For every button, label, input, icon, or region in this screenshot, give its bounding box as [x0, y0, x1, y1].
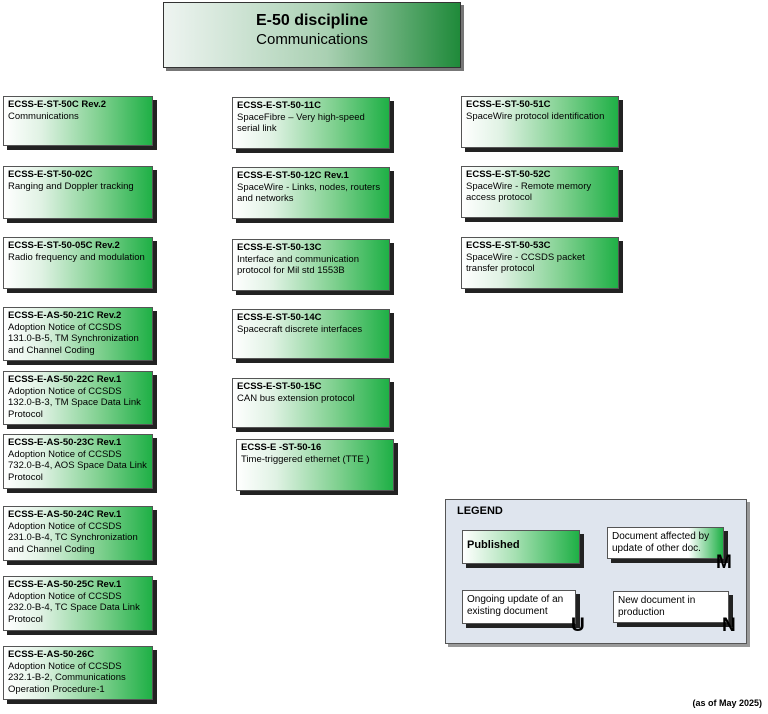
- doc-box: ECSS-E-ST-50-12C Rev.1 SpaceWire - Links…: [232, 167, 390, 219]
- doc-box: ECSS-E-AS-50-25C Rev.1 Adoption Notice o…: [3, 576, 153, 631]
- doc-code: ECSS-E-AS-50-23C Rev.1: [8, 437, 122, 448]
- legend-new-label: New document in production: [618, 595, 696, 618]
- doc-box: ECSS-E-ST-50-13C Interface and communica…: [232, 239, 390, 291]
- doc-desc: Communications: [8, 110, 79, 122]
- doc-desc: Adoption Notice of CCSDS 131.0-B-5, TM S…: [8, 321, 139, 356]
- doc-desc: Adoption Notice of CCSDS 132.0-B-3, TM S…: [8, 385, 141, 420]
- doc-desc: Radio frequency and modulation: [8, 251, 145, 263]
- doc-code: ECSS-E -ST-50-16: [241, 442, 322, 453]
- legend-panel: LEGEND Published Document affected by up…: [445, 499, 747, 644]
- doc-box: ECSS-E-AS-50-21C Rev.2 Adoption Notice o…: [3, 307, 153, 361]
- legend-ongoing-letter: U: [571, 615, 585, 636]
- doc-desc: Adoption Notice of CCSDS 232.0-B-4, TC S…: [8, 590, 140, 625]
- doc-code: ECSS-E-AS-50-22C Rev.1: [8, 374, 122, 385]
- discipline-subtitle: Communications: [256, 31, 368, 48]
- doc-desc: Spacecraft discrete interfaces: [237, 323, 363, 335]
- doc-box: ECSS-E-ST-50-14C Spacecraft discrete int…: [232, 309, 390, 359]
- doc-desc: Adoption Notice of CCSDS 231.0-B-4, TC S…: [8, 520, 138, 555]
- doc-box: ECSS-E -ST-50-16 Time-triggered ethernet…: [236, 439, 394, 491]
- doc-box: ECSS-E-AS-50-23C Rev.1 Adoption Notice o…: [3, 434, 153, 489]
- doc-code: ECSS-E-ST-50-53C: [466, 240, 551, 251]
- doc-box: ECSS-E-ST-50-51C SpaceWire protocol iden…: [461, 96, 619, 148]
- doc-code: ECSS-E-ST-50-11C: [237, 100, 321, 111]
- doc-code: ECSS-E-AS-50-26C: [8, 649, 95, 660]
- doc-desc: CAN bus extension protocol: [237, 392, 355, 404]
- doc-box: ECSS-E-ST-50-02C Ranging and Doppler tra…: [3, 166, 153, 219]
- doc-box: ECSS-E-AS-50-26C Adoption Notice of CCSD…: [3, 646, 153, 700]
- doc-code: ECSS-E-ST-50-12C Rev.1: [237, 170, 349, 181]
- discipline-title: E-50 discipline: [255, 12, 369, 29]
- legend-ongoing: Ongoing update of an existing document: [462, 590, 576, 624]
- doc-desc: SpaceFibre – Very high-speed serial link: [237, 111, 365, 135]
- doc-code: ECSS-E-ST-50-15C: [237, 381, 322, 392]
- doc-code: ECSS-E-ST-50-52C: [466, 169, 551, 180]
- doc-code: ECSS-E-ST-50-14C: [237, 312, 322, 323]
- legend-title: LEGEND: [457, 505, 503, 517]
- doc-code: ECSS-E-ST-50-51C: [466, 99, 551, 110]
- legend-published: Published: [462, 530, 580, 564]
- doc-code: ECSS-E-ST-50-13C: [237, 242, 322, 253]
- doc-box: ECSS-E-AS-50-22C Rev.1 Adoption Notice o…: [3, 371, 153, 425]
- doc-desc: Interface and communication protocol for…: [237, 253, 359, 277]
- doc-code: ECSS-E-AS-50-24C Rev.1: [8, 509, 122, 520]
- doc-desc: SpaceWire - Remote memory access protoco…: [466, 180, 592, 204]
- doc-box: ECSS-E-AS-50-24C Rev.1 Adoption Notice o…: [3, 506, 153, 561]
- as-of-date: (as of May 2025): [692, 698, 762, 708]
- doc-box: ECSS-E-ST-50-11C SpaceFibre – Very high-…: [232, 97, 390, 149]
- doc-desc: Adoption Notice of CCSDS 732.0-B-4, AOS …: [8, 448, 147, 483]
- doc-box: ECSS-E-ST-50-52C SpaceWire - Remote memo…: [461, 166, 619, 218]
- doc-code: ECSS-E-AS-50-21C Rev.2: [8, 310, 122, 321]
- doc-box: ECSS-E-ST-50C Rev.2 Communications: [3, 96, 153, 146]
- legend-new: New document in production: [613, 591, 729, 623]
- doc-desc: SpaceWire - Links, nodes, routers and ne…: [237, 181, 381, 205]
- doc-code: ECSS-E-AS-50-25C Rev.1: [8, 579, 122, 590]
- discipline-title-box: E-50 discipline Communications: [163, 2, 461, 68]
- doc-box: ECSS-E-ST-50-53C SpaceWire - CCSDS packe…: [461, 237, 619, 289]
- doc-box: ECSS-E-ST-50-05C Rev.2 Radio frequency a…: [3, 237, 153, 289]
- doc-desc: Ranging and Doppler tracking: [8, 180, 134, 192]
- doc-desc: Time-triggered ethernet (TTE ): [241, 453, 370, 465]
- doc-code: ECSS-E-ST-50-05C Rev.2: [8, 240, 120, 251]
- legend-ongoing-label: Ongoing update of an existing document: [467, 594, 564, 617]
- legend-affected-letter: M: [716, 552, 732, 573]
- doc-box: ECSS-E-ST-50-15C CAN bus extension proto…: [232, 378, 390, 428]
- legend-affected: Document affected by update of other doc…: [607, 527, 724, 559]
- legend-affected-label: Document affected by update of other doc…: [612, 531, 710, 554]
- doc-code: ECSS-E-ST-50C Rev.2: [8, 99, 107, 110]
- doc-desc: Adoption Notice of CCSDS 232.1-B-2, Comm…: [8, 660, 126, 695]
- doc-desc: SpaceWire protocol identification: [466, 110, 605, 122]
- legend-new-letter: N: [722, 615, 736, 636]
- doc-desc: SpaceWire - CCSDS packet transfer protoc…: [466, 251, 585, 275]
- doc-code: ECSS-E-ST-50-02C: [8, 169, 93, 180]
